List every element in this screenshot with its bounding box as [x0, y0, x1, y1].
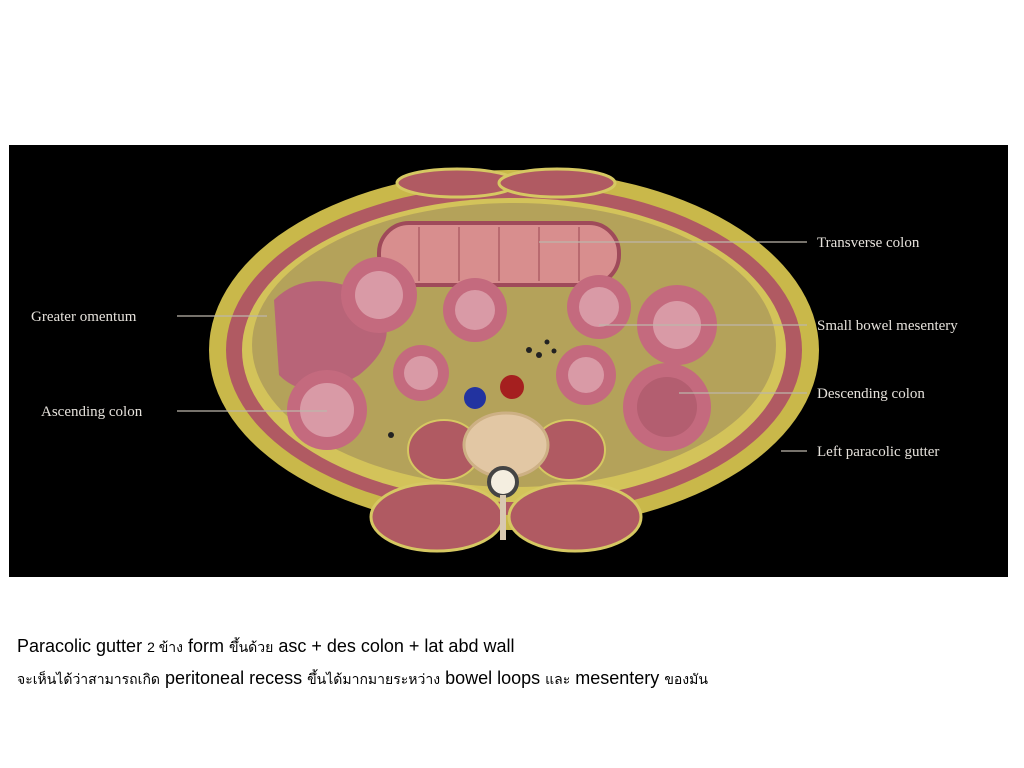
caption-2-a: จะเห็นได้ว่าสามารถเกิด	[17, 671, 161, 687]
leader-lines	[177, 241, 807, 452]
label-ascending-colon: Ascending colon	[41, 404, 143, 420]
caption-2-e: และ	[545, 671, 571, 687]
erector-spinae-left	[507, 481, 643, 553]
small-bowel-loops	[341, 257, 717, 405]
descending-colon-lumen	[637, 377, 697, 437]
caption-2-g: ของมัน	[664, 671, 708, 687]
caption-2-b: peritoneal recess	[160, 668, 308, 688]
caption-1-c: form	[183, 636, 230, 656]
rectus-muscle-left	[497, 167, 617, 199]
caption-1-e: asc + des colon + lat abd wall	[273, 636, 515, 656]
label-greater-omentum: Greater omentum	[31, 309, 137, 325]
anatomy-figure: Transverse colon Greater omentum Small b…	[9, 145, 1008, 577]
caption-1-a: Paracolic gutter	[17, 636, 148, 656]
caption-line-2: จะเห็นได้ว่าสามารถเกิด peritoneal recess…	[17, 668, 708, 691]
ascending-colon-lumen	[300, 383, 354, 437]
abdomen-cross-section: Transverse colon Greater omentum Small b…	[31, 167, 958, 553]
aorta	[500, 375, 524, 399]
label-small-bowel-mesentery: Small bowel mesentery	[817, 318, 958, 334]
caption-2-d: bowel loops	[440, 668, 546, 688]
spinal-canal	[487, 466, 519, 498]
caption-1-d: ขึ้นด้วย	[229, 639, 274, 655]
caption-2-f: mesentery	[570, 668, 665, 688]
caption-line-1: Paracolic gutter 2 ข้าง form ขึ้นด้วย as…	[17, 636, 514, 659]
label-descending-colon: Descending colon	[817, 386, 925, 402]
caption-2-c: ขึ้นได้มากมายระหว่าง	[307, 671, 441, 687]
erector-spinae-right	[369, 481, 505, 553]
label-transverse-colon: Transverse colon	[817, 235, 920, 251]
caption-1-b: 2 ข้าง	[147, 639, 184, 655]
ivc	[464, 387, 486, 409]
label-left-paracolic-gutter: Left paracolic gutter	[817, 444, 939, 460]
